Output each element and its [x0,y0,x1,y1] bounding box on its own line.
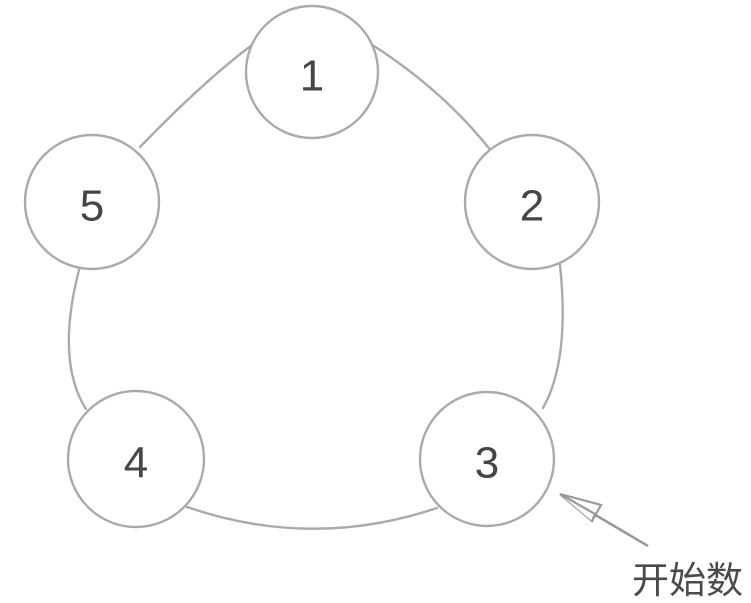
edge-group [67,43,564,530]
node-1-circle[interactable] [244,4,380,140]
annotation-arrow-head-inner-icon [559,493,597,522]
node-2-circle[interactable] [463,133,601,271]
start-annotation [559,492,649,548]
edge-1-to-2 [372,44,494,154]
node-3-circle[interactable] [418,390,556,528]
node-5-circle[interactable] [23,133,161,271]
node-4[interactable]: 4 [66,389,206,529]
node-5-label: 5 [80,182,104,231]
edge-3-to-4 [185,505,439,530]
node-4-circle[interactable] [66,389,206,529]
node-2-label: 2 [520,182,544,231]
edge-2-to-3 [541,263,564,410]
node-3-label: 3 [475,439,499,488]
node-group: 1 2 3 4 5 [23,4,601,529]
node-1[interactable]: 1 [244,4,380,140]
edge-5-to-1 [138,43,254,149]
node-5[interactable]: 5 [23,133,161,271]
edge-4-to-5 [67,264,88,411]
node-4-label: 4 [124,439,148,488]
annotation-arrow-shaft [591,511,649,548]
node-1-label: 1 [300,52,324,101]
node-3[interactable]: 3 [418,390,556,528]
annotation-label: 开始数 [632,559,743,602]
node-2[interactable]: 2 [463,133,601,271]
